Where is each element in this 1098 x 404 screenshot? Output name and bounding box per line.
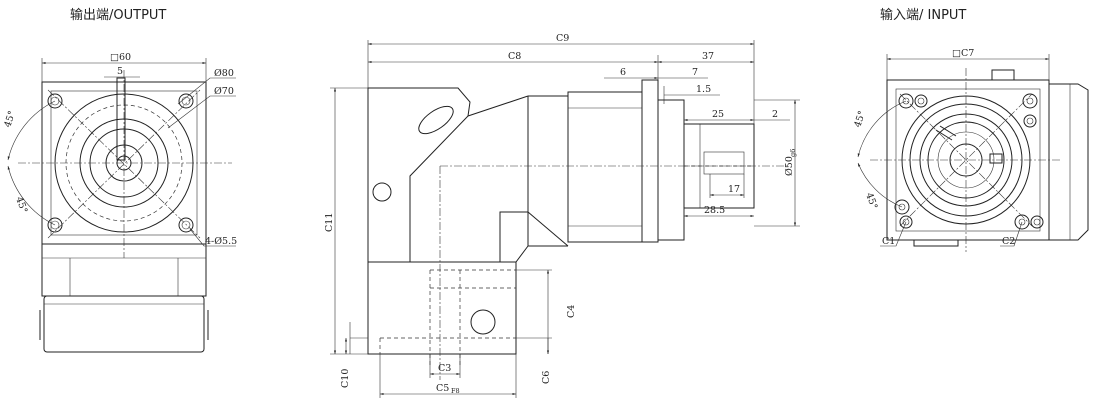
side-dim-37: 37	[702, 51, 714, 62]
side-angled-body	[367, 87, 471, 263]
side-dim-shaft: Ø50	[784, 156, 795, 176]
side-dim-7: 7	[692, 67, 698, 78]
side-base-body	[367, 261, 517, 355]
input-housing-side	[1049, 83, 1089, 241]
output-view: 输出端/OUTPUT	[2, 7, 237, 353]
side-flange	[641, 79, 659, 243]
output-angle-top: 45°	[2, 110, 18, 129]
side-dim-17: 17	[728, 184, 740, 195]
output-dim-square: □60	[110, 52, 131, 63]
side-dim-c8: C8	[508, 51, 521, 62]
output-dim-pilot: Ø70	[214, 86, 234, 97]
output-key-slot	[116, 77, 126, 161]
side-dim-shaft-tol: g6	[789, 149, 797, 157]
side-dim-6: 6	[620, 67, 626, 78]
output-title: 输出端/OUTPUT	[70, 7, 166, 23]
output-motor-housing	[43, 295, 205, 353]
input-dim-square: □C7	[952, 48, 974, 59]
side-dim-1-5: 1.5	[696, 84, 711, 95]
side-output-housing	[567, 91, 643, 243]
input-view: 输入端/ INPUT	[852, 7, 1089, 252]
side-dim-2: 2	[772, 109, 778, 120]
input-angle-bottom: 45°	[863, 191, 879, 211]
output-dim-holes: 4-Ø5.5	[205, 236, 237, 247]
output-dim-pcd: Ø80	[214, 68, 234, 79]
side-dim-28-5: 28.5	[704, 205, 725, 216]
side-base-hole	[470, 309, 496, 335]
output-dim-key: 5	[117, 66, 123, 77]
side-dim-c11: C11	[324, 213, 335, 232]
output-body	[41, 243, 207, 297]
input-dim-c2: C2	[1002, 236, 1015, 247]
side-dim-25: 25	[712, 109, 724, 120]
output-angle-bottom: 45°	[13, 195, 29, 215]
input-angle-top: 45°	[852, 110, 868, 129]
side-dim-c10: C10	[340, 369, 351, 388]
side-small-port	[372, 182, 392, 202]
side-dim-c5-tol: F8	[451, 387, 460, 395]
side-view: C9 C8 37 6 7 1.5	[324, 33, 800, 398]
side-dim-c5: C5	[436, 383, 449, 394]
input-title: 输入端/ INPUT	[880, 7, 966, 23]
side-flange-pilot	[657, 99, 685, 241]
input-mount-holes	[894, 93, 1044, 230]
side-dim-c4: C4	[566, 305, 577, 318]
input-dim-c1: C1	[882, 236, 895, 247]
side-oval-port	[418, 105, 454, 135]
side-dim-c9: C9	[556, 33, 569, 44]
side-dim-c6: C6	[541, 371, 552, 384]
side-key	[703, 151, 745, 175]
side-dim-c3: C3	[438, 363, 451, 374]
